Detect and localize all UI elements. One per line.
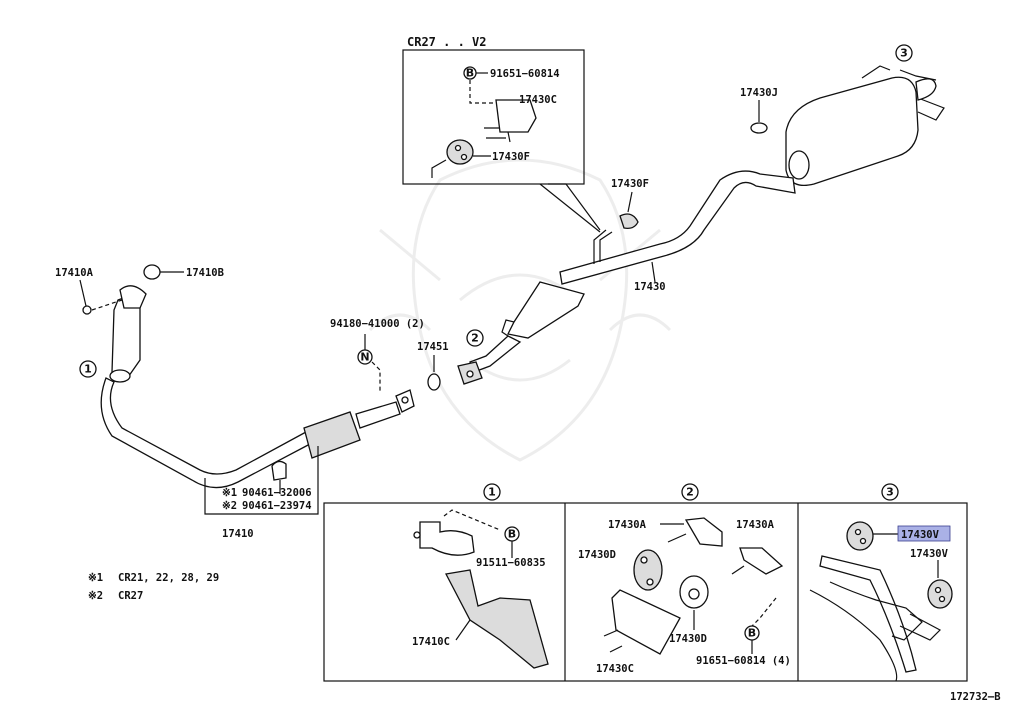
inset-pointer <box>548 183 601 231</box>
label-17410a: 17410A <box>55 267 94 279</box>
label-91511: 91511−60835 <box>476 557 546 569</box>
label-90461-32006: 90461−32006 <box>242 487 312 499</box>
label-17430v: 17430V <box>910 548 949 560</box>
note2-marker: ※2 <box>222 500 237 512</box>
callout-3-panel <box>881 483 899 501</box>
clamp-90461 <box>271 460 287 481</box>
inset-frame <box>402 49 585 185</box>
label-17410c: 17410C <box>412 636 450 648</box>
callout-1-panel <box>483 483 501 501</box>
detail-panel-1: 1 B 91511−60835 17410C <box>412 483 549 669</box>
highlight-17430v <box>897 525 951 542</box>
watermark-logo <box>368 158 672 462</box>
rubber-17430v-1 <box>846 521 874 551</box>
bracket-17430a-2 <box>739 547 784 575</box>
gasket-17410b <box>143 264 161 280</box>
svg-text:1: 1 <box>84 363 92 376</box>
inset-cr27: CR27 . . V2 B 91651−60814 17430C 17430F <box>402 35 601 233</box>
detail-panels-frame <box>323 502 968 682</box>
inset-header: CR27 . . V2 <box>407 35 486 49</box>
svg-text:2: 2 <box>686 486 694 499</box>
label-17430f-main: 17430F <box>611 178 649 190</box>
svg-text:3: 3 <box>900 47 908 60</box>
label-17410b: 17410B <box>186 267 224 279</box>
gasket-17451 <box>427 373 441 391</box>
label-17430c-top: 17430C <box>519 94 557 106</box>
svg-text:B: B <box>508 528 516 541</box>
detail-panel-3: 3 17430V 17430V <box>809 483 953 682</box>
label-17430f-inset: 17430F <box>492 151 530 163</box>
label-17451: 17451 <box>417 341 449 353</box>
svg-text:B: B <box>748 627 756 640</box>
front-flange <box>119 285 147 309</box>
svg-text:N: N <box>360 351 369 364</box>
label-17430d-1: 17430D <box>578 549 616 561</box>
bolt-17410a <box>82 305 92 315</box>
label-90461-23974: 90461−23974 <box>242 500 312 512</box>
detail-panel-2: 2 17430A 17430A 17430D 17430D 17430C B 9… <box>578 483 791 675</box>
callout-3-top <box>895 44 913 62</box>
label-17430c-bottom: 17430C <box>596 663 634 675</box>
svg-text:2: 2 <box>471 332 479 345</box>
rear-muffler <box>785 76 919 187</box>
rubber-17430v-2 <box>927 579 953 609</box>
note-2-text: CR27 <box>118 590 143 602</box>
note-2-mark: ※2 <box>88 590 103 602</box>
svg-text:3: 3 <box>886 486 894 499</box>
note-1-mark: ※1 <box>88 572 103 584</box>
center-muffler <box>507 281 585 339</box>
label-17430v-highlighted[interactable]: 17430V <box>901 529 940 541</box>
rubber-hanger-17430f <box>446 139 474 165</box>
bracket-17410c <box>445 569 549 669</box>
label-17430-main: 17430 <box>634 281 666 293</box>
note-1-text: CR21, 22, 28, 29 <box>118 572 219 584</box>
rubber-17430f-main <box>619 213 639 230</box>
figure-id: 172732–B <box>950 691 1001 703</box>
hanger-rod-17430v <box>819 555 917 673</box>
callout-1-main <box>79 360 97 378</box>
gasket-17430j <box>750 122 768 134</box>
label-17430d-2: 17430D <box>669 633 707 645</box>
label-94180: 94180−41000 (2) <box>330 318 425 330</box>
tail-pipe-assembly <box>457 65 945 385</box>
bracket-17430c-bottom <box>611 589 681 655</box>
note1-marker: ※1 <box>222 487 237 499</box>
label-91651-60814: 91651−60814 <box>490 68 560 80</box>
bracket-17430a-1 <box>684 517 723 547</box>
front-pipe-17410 <box>100 285 415 489</box>
label-91651-4: 91651−60814 (4) <box>696 655 791 667</box>
callout-2-main <box>466 329 484 347</box>
callout-2-panel <box>681 483 699 501</box>
label-17430a-2: 17430A <box>736 519 775 531</box>
tail-pipe-17430 <box>559 170 796 285</box>
svg-text:B: B <box>466 67 474 80</box>
label-17430a-1: 17430A <box>608 519 647 531</box>
label-17410: 17410 <box>222 528 254 540</box>
label-17430j: 17430J <box>740 87 778 99</box>
catalytic-converter <box>303 411 361 459</box>
clamp-91511 <box>419 521 475 556</box>
svg-text:1: 1 <box>488 486 496 499</box>
bracket-17430c <box>495 99 537 133</box>
